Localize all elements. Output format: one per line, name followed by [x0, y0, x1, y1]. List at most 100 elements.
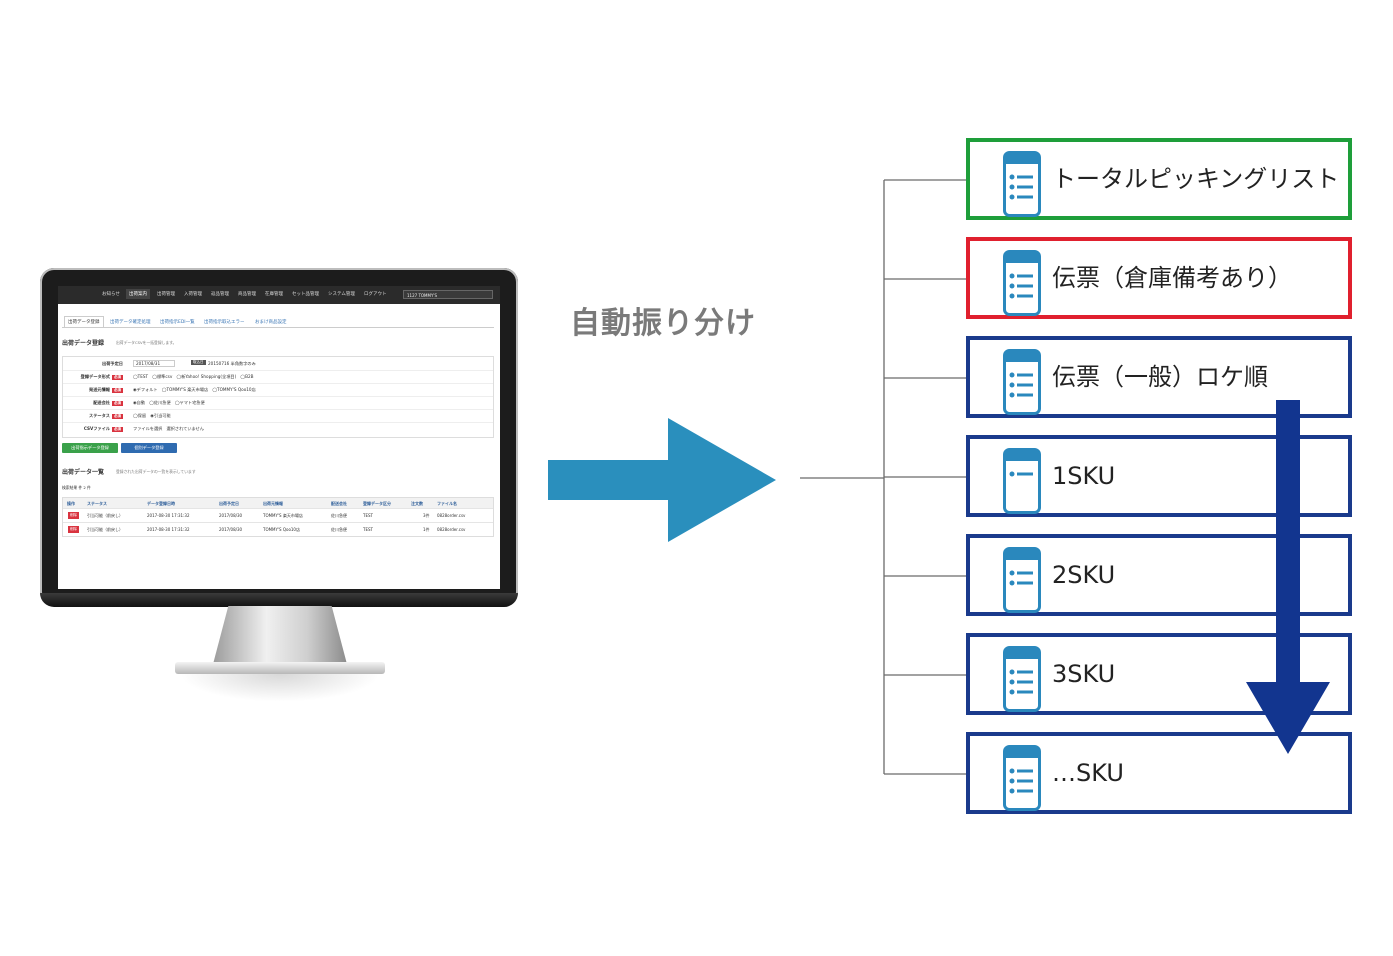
tab-errors[interactable]: 出荷指示取込エラー	[204, 320, 245, 325]
auto-sort-caption: 自動振り分け	[570, 306, 756, 341]
right-arrow-icon	[548, 418, 776, 542]
monitor-screen: お知らせ 出荷案内 出荷管理 入荷管理 返品管理 商品管理 在庫管理 セット品管…	[58, 286, 500, 589]
result-count: 検索結果 件 2 件	[62, 485, 91, 490]
table-cell: TEST	[363, 513, 373, 518]
document-list-icon	[1003, 349, 1041, 415]
monitor-reflection	[180, 674, 380, 702]
individual-register-button[interactable]: 個別データ登録	[121, 443, 177, 453]
column-header: データ登録日時	[147, 501, 175, 506]
column-header: ステータス	[87, 501, 107, 506]
document-list-icon	[1003, 151, 1041, 217]
column-header: 出荷予定日	[219, 501, 239, 506]
output-label: 伝票（倉庫備考あり）	[1052, 264, 1292, 292]
nav-item-active[interactable]: 出荷案内	[126, 289, 150, 299]
required-badge: 必須	[112, 388, 123, 393]
nav-item[interactable]: 商品管理	[238, 292, 256, 297]
tab-edi[interactable]: 出荷指示EDI一覧	[160, 320, 195, 325]
status-radio-group[interactable]: ◯保留 ◉引当可能	[133, 413, 171, 418]
column-header: 登録データ区分	[363, 501, 391, 506]
screen-nav-bar: お知らせ 出荷案内 出荷管理 入荷管理 返品管理 商品管理 在庫管理 セット品管…	[58, 286, 500, 304]
column-header: 出荷元情報	[263, 501, 283, 506]
document-list-icon	[1003, 448, 1041, 514]
document-list-icon	[1003, 547, 1041, 613]
table-cell: 2017-08-30 17:31:32	[147, 527, 190, 532]
column-header: 配送会社	[331, 501, 347, 506]
table-header: 操作 ステータス データ登録日時 出荷予定日 出荷元情報 配送会社 登録データ区…	[63, 498, 493, 509]
form-label-text: 配送会社	[93, 400, 110, 405]
date-note: 20150716 半角数字のみ	[208, 361, 256, 366]
table-cell: 0828order.csv	[437, 527, 466, 532]
document-list-icon	[1003, 745, 1041, 811]
list-hint: 登録された出荷データの一覧を表示しています	[116, 469, 196, 474]
nav-item[interactable]: ログアウト	[364, 292, 387, 297]
output-label: 2SKU	[1052, 561, 1116, 589]
tab-bonus[interactable]: おまけ商品設定	[255, 320, 287, 325]
output-general-slip-location-order: 伝票（一般）ロケ順	[966, 336, 1352, 418]
nav-item[interactable]: お知らせ	[102, 292, 120, 297]
form-label: 出荷予定日	[102, 361, 123, 366]
form-label: 配送会社必須	[93, 400, 123, 406]
form-label-text: CSVファイル	[83, 426, 110, 431]
tab-confirm[interactable]: 出荷データ確定処理	[110, 320, 151, 325]
form-row: 出荷予定日 2017/08/31 取込日 20150716 半角数字のみ	[63, 357, 493, 371]
table-cell: 0828order.csv	[437, 513, 466, 518]
table-cell: 2017-08-30 17:31:32	[147, 513, 190, 518]
output-label: 伝票（一般）ロケ順	[1052, 363, 1268, 391]
required-badge: 必須	[112, 414, 123, 419]
nav-item[interactable]: 在庫管理	[265, 292, 283, 297]
section-heading: 出荷データ登録	[62, 340, 105, 347]
table-cell: TOMMY'S Qoo10店	[263, 527, 300, 532]
nav-item[interactable]: システム管理	[328, 292, 355, 297]
form-label: ステータス必須	[89, 413, 123, 419]
column-header: 注文数	[411, 501, 423, 506]
form-row: ステータス必須 ◯保留 ◉引当可能	[63, 409, 493, 423]
delete-button[interactable]: 削除	[68, 512, 79, 519]
monitor-chin	[40, 593, 518, 607]
monitor-stand	[212, 606, 348, 668]
carrier-radio-group[interactable]: ◉自動 ◯佐川急便 ◯ヤマト宅急便	[133, 400, 205, 405]
form-label: 登録データ形式必須	[81, 374, 123, 380]
table-cell: 佐川急便	[331, 513, 347, 518]
account-select[interactable]: 1127 TOMMY'S	[403, 290, 493, 299]
document-list-icon	[1003, 250, 1041, 316]
form-row: 登録データ形式必須 ◯TEST ◯標準csv ◯新Yahoo! Shopping…	[63, 370, 493, 384]
delete-button[interactable]: 削除	[68, 526, 79, 533]
output-label: …SKU	[1052, 759, 1124, 787]
form-row: 発送元情報必須 ◉デフォルト ◯TOMMY'S 楽天市場店 ◯TOMMY'S Q…	[63, 383, 493, 397]
nav-item[interactable]: 返品管理	[211, 292, 229, 297]
column-header: ファイル名	[437, 501, 457, 506]
nav-item[interactable]: 入荷管理	[184, 292, 202, 297]
list-heading: 出荷データ一覧	[62, 469, 105, 476]
table-row: 削除 引当可能（前戻し） 2017-08-30 17:31:32 2017/08…	[63, 509, 493, 523]
table-row: 削除 引当可能（前戻し） 2017-08-30 17:31:32 2017/08…	[63, 523, 493, 536]
shipment-table: 操作 ステータス データ登録日時 出荷予定日 出荷元情報 配送会社 登録データ区…	[62, 497, 494, 537]
required-badge: 必須	[112, 427, 123, 432]
column-header: 操作	[67, 501, 75, 506]
tab-register[interactable]: 出荷データ登録	[64, 316, 104, 327]
table-cell: 2017/08/30	[219, 527, 243, 532]
register-button[interactable]: 出荷指示データ登録	[62, 443, 118, 453]
output-label: 3SKU	[1052, 660, 1116, 688]
table-cell: 1件	[423, 527, 430, 532]
form-label: 発送元情報必須	[89, 387, 123, 393]
note-badge: 取込日	[191, 360, 206, 365]
sender-radio-group[interactable]: ◉デフォルト ◯TOMMY'S 楽天市場店 ◯TOMMY'S Qoo10店	[133, 387, 256, 392]
table-cell: 2017/08/30	[219, 513, 243, 518]
required-badge: 必須	[112, 401, 123, 406]
table-cell: 引当可能（前戻し）	[87, 527, 123, 532]
format-radio-group[interactable]: ◯TEST ◯標準csv ◯新Yahoo! Shopping(全項目) ◯B2B	[133, 374, 254, 379]
tree-connector	[800, 179, 966, 775]
csv-file-input[interactable]: ファイルを選択 選択されていません	[133, 426, 204, 431]
table-cell: TOMMY'S 楽天市場店	[263, 513, 303, 518]
monitor-base	[175, 662, 385, 674]
form-row: 配送会社必須 ◉自動 ◯佐川急便 ◯ヤマト宅急便	[63, 396, 493, 410]
table-cell: 3件	[423, 513, 430, 518]
nav-item[interactable]: 出荷管理	[157, 292, 175, 297]
date-input[interactable]: 2017/08/31	[133, 360, 176, 367]
form-label-text: ステータス	[89, 413, 110, 418]
form-row: CSVファイル必須 ファイルを選択 選択されていません	[63, 422, 493, 435]
nav-item[interactable]: セット品管理	[292, 292, 319, 297]
output-slip-with-warehouse-notes: 伝票（倉庫備考あり）	[966, 237, 1352, 319]
document-list-icon	[1003, 646, 1041, 712]
table-cell: 引当可能（前戻し）	[87, 513, 123, 518]
